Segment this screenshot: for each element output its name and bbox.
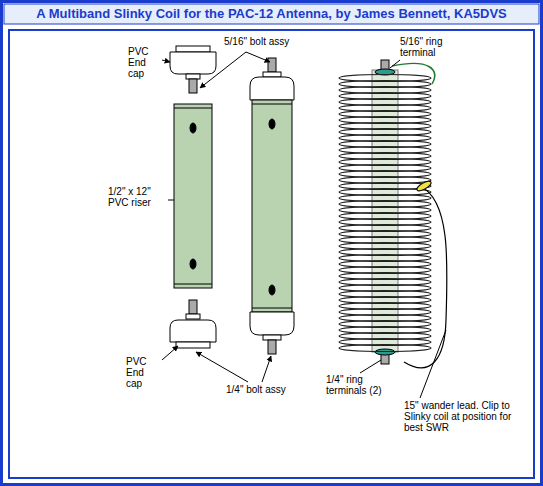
part-label: 1/4" ring terminals (2) xyxy=(326,374,388,396)
part-label: 1/2" x 12" PVC riser xyxy=(108,186,166,208)
assembled-riser xyxy=(250,58,294,354)
leader-lines xyxy=(162,52,446,398)
exploded-parts xyxy=(170,46,216,348)
wander-lead xyxy=(404,186,447,368)
title-bar xyxy=(4,4,539,24)
part-label: 5/16" bolt assy xyxy=(224,36,334,47)
title: A Multiband Slinky Coil for the PAC-12 A… xyxy=(4,4,539,24)
part-label: 5/16" ring terminal xyxy=(400,36,470,58)
part-label: PVC End cap xyxy=(128,46,162,79)
part-label: 1/4" bolt assy xyxy=(226,384,288,395)
part-label: PVC End cap xyxy=(126,356,162,389)
coil-turn xyxy=(339,345,431,352)
slinky-coil-assembly xyxy=(339,60,447,368)
part-label: 15" wander lead. Clip to Slinky coil at … xyxy=(404,400,514,433)
coil-windings xyxy=(339,75,431,352)
panel-frame xyxy=(9,30,534,478)
clip xyxy=(416,179,433,192)
